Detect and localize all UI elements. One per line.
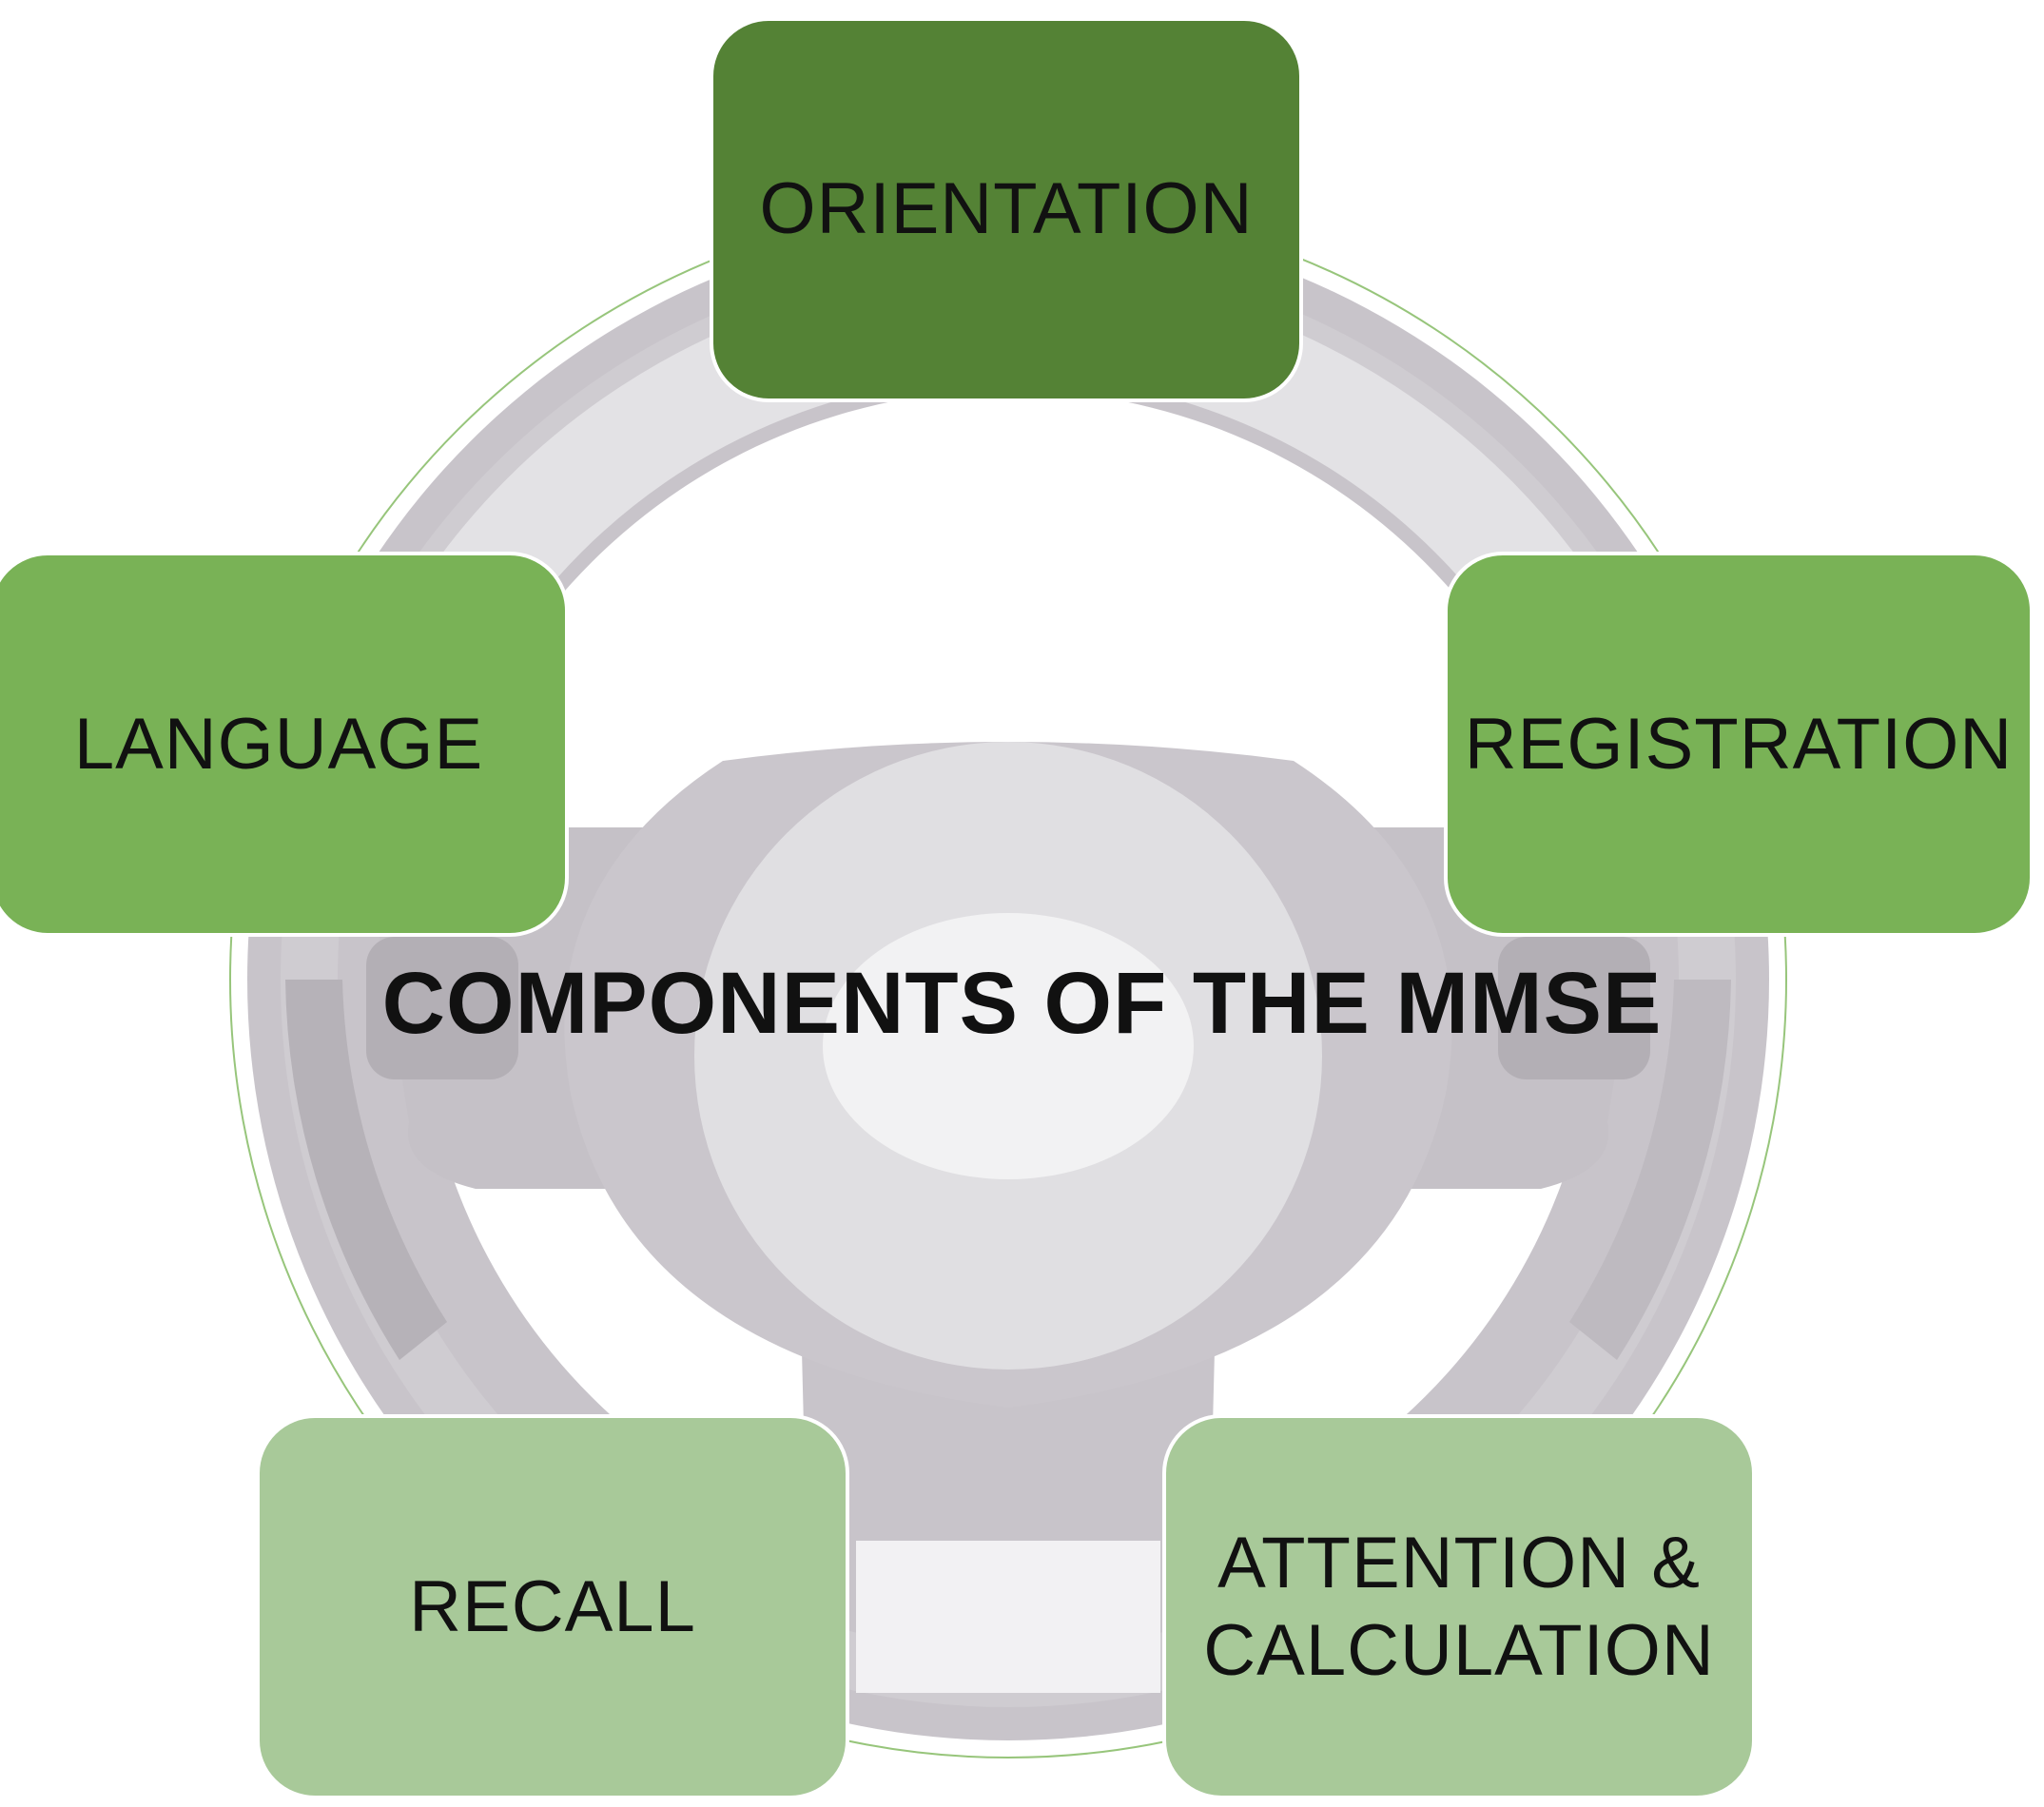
registration-label: REGISTRATION <box>1464 703 2014 785</box>
recall-box: RECALL <box>256 1414 849 1799</box>
registration-box: REGISTRATION <box>1444 552 2034 937</box>
attention-calculation-box: ATTENTION & CALCULATION <box>1162 1414 1756 1799</box>
attention-label-line1: ATTENTION & <box>1217 1523 1701 1604</box>
orientation-label: ORIENTATION <box>759 168 1254 249</box>
diagram-title: COMPONENTS OF THE MMSE <box>381 955 1663 1052</box>
attention-label-line2: CALCULATION <box>1203 1609 1715 1691</box>
orientation-box: ORIENTATION <box>710 17 1303 402</box>
language-label: LANGUAGE <box>73 703 484 785</box>
language-box: LANGUAGE <box>0 552 569 937</box>
wheel-hub <box>564 742 1452 1408</box>
recall-label: RECALL <box>409 1565 696 1647</box>
